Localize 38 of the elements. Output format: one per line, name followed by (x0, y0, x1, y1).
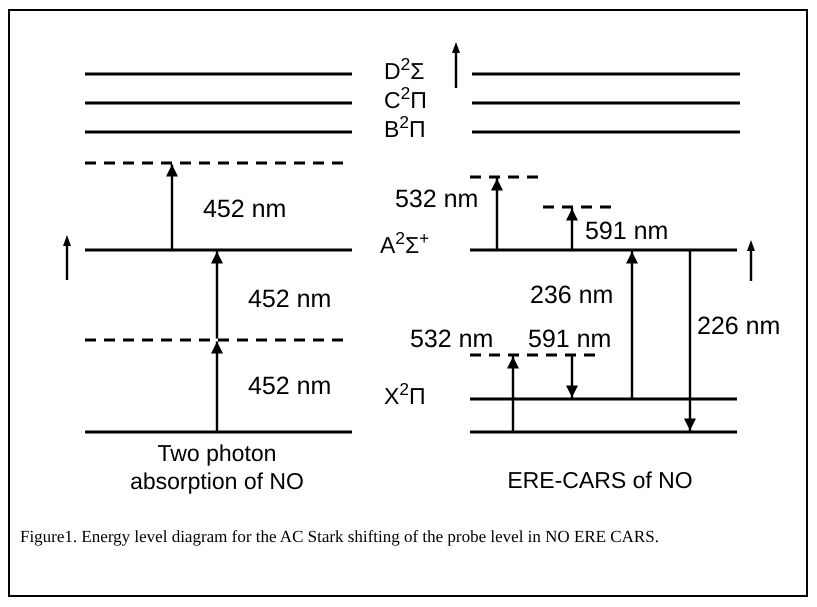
energy-level-line (85, 72, 352, 76)
energy-level-line (85, 130, 352, 134)
wavelength-label: 452 nm (248, 287, 332, 312)
wavelength-label: 591 nm (528, 327, 612, 352)
panel-label: Two photon absorption of NO (129, 440, 305, 496)
transition-arrow (684, 252, 696, 430)
transition-arrow (211, 252, 223, 338)
transition-arrow (166, 164, 178, 248)
energy-level-line (472, 72, 740, 76)
panel-label: ERE-CARS of NO (506, 467, 694, 495)
state-label: D$^{2}$Σ (384, 60, 426, 83)
transition-arrow (566, 208, 578, 248)
energy-level-line (472, 101, 740, 105)
energy-level-line (85, 248, 352, 252)
wavelength-label: 591 nm (585, 219, 668, 244)
wavelength-label: 452 nm (248, 374, 332, 399)
transition-arrow (491, 178, 503, 248)
wavelength-label: 236 nm (530, 283, 614, 308)
energy-level-line (85, 101, 352, 105)
state-label: C$^{2}$Π (384, 89, 428, 112)
energy-level-line (470, 430, 737, 434)
transition-arrow (507, 356, 519, 430)
virtual-level-line (470, 353, 598, 357)
wavelength-label: 452 nm (203, 197, 286, 222)
transition-arrow (626, 252, 638, 398)
energy-level-line (470, 248, 737, 252)
energy-level-line (472, 130, 740, 134)
state-label: X$^{2}$Π (384, 385, 427, 408)
transition-arrow (566, 356, 578, 398)
state-label: B$^{2}$Π (384, 118, 427, 141)
wavelength-label: 532 nm (395, 187, 478, 212)
wavelength-label: 532 nm (410, 327, 494, 352)
wavelength-label: 226 nm (697, 314, 780, 339)
figure-caption: Figure1. Energy level diagram for the AC Stark shifting of the probe level in NO ERE CARS. (20, 526, 660, 548)
energy-level-line (85, 430, 352, 434)
energy-level-line (470, 397, 737, 401)
state-label: A$^{2}$Σ$^{+}$ (380, 234, 430, 257)
transition-arrow (211, 342, 223, 430)
